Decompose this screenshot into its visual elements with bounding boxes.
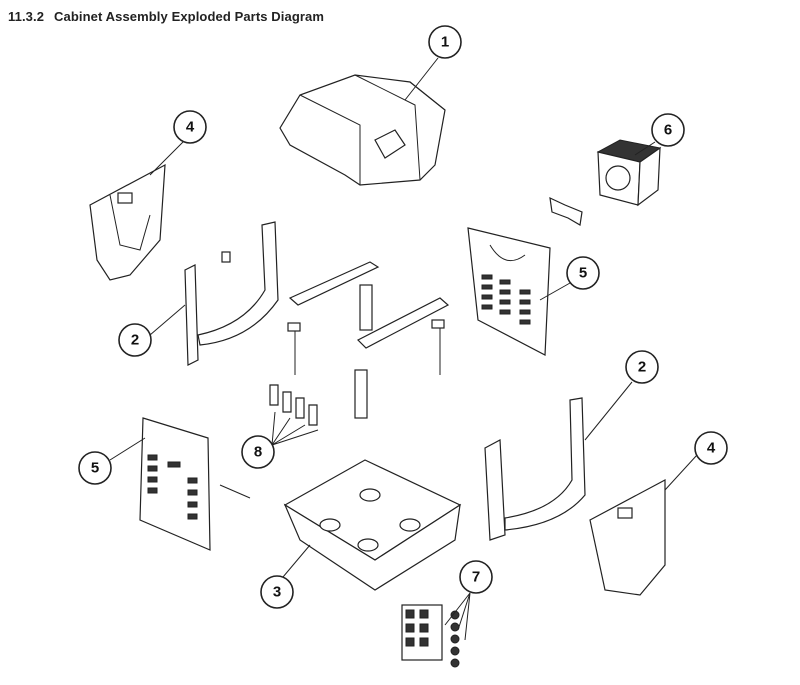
part-rear-panel-right xyxy=(467,227,551,356)
section-number: 11.3.2 xyxy=(8,9,45,24)
part-base-tray xyxy=(283,459,462,591)
callout-1: 1 xyxy=(428,25,462,59)
svg-text:7: 7 xyxy=(472,569,480,586)
section-title-text: Cabinet Assembly Exploded Parts Diagram xyxy=(54,9,325,24)
svg-text:4: 4 xyxy=(186,119,195,136)
part-top-cover xyxy=(279,74,446,186)
svg-text:6: 6 xyxy=(664,122,672,139)
part-fan-box xyxy=(596,139,662,207)
part-bracket xyxy=(549,196,583,226)
callout-5-right: 5 xyxy=(566,256,600,290)
svg-text:3: 3 xyxy=(273,584,281,601)
part-side-panel-left xyxy=(89,163,166,281)
callout-2-left: 2 xyxy=(118,323,152,357)
svg-text:5: 5 xyxy=(91,460,99,477)
svg-text:1: 1 xyxy=(441,34,449,51)
svg-text:5: 5 xyxy=(579,265,587,282)
svg-text:2: 2 xyxy=(638,359,646,376)
callout-2-right: 2 xyxy=(625,350,659,384)
callout-8: 8 xyxy=(241,435,275,469)
part-side-panel-right xyxy=(589,479,666,596)
callout-4-right: 4 xyxy=(694,431,728,465)
part-front-panel-left xyxy=(139,417,211,551)
callout-7: 7 xyxy=(459,560,493,594)
callout-6: 6 xyxy=(651,113,685,147)
part-frame-left xyxy=(184,221,279,366)
callout-5-left: 5 xyxy=(78,451,112,485)
callout-3: 3 xyxy=(260,575,294,609)
part-small-rod xyxy=(219,484,251,499)
part-frame-right xyxy=(484,397,586,541)
svg-text:4: 4 xyxy=(707,440,716,457)
leader-lines xyxy=(109,57,698,641)
part-center-rails xyxy=(287,261,450,419)
callout-4-left: 4 xyxy=(173,110,207,144)
section-title: 11.3.2 Cabinet Assembly Exploded Parts Di… xyxy=(8,9,324,24)
svg-text:2: 2 xyxy=(131,332,139,349)
part-fasteners xyxy=(401,604,460,668)
part-clips xyxy=(269,384,318,426)
svg-text:8: 8 xyxy=(254,444,262,461)
